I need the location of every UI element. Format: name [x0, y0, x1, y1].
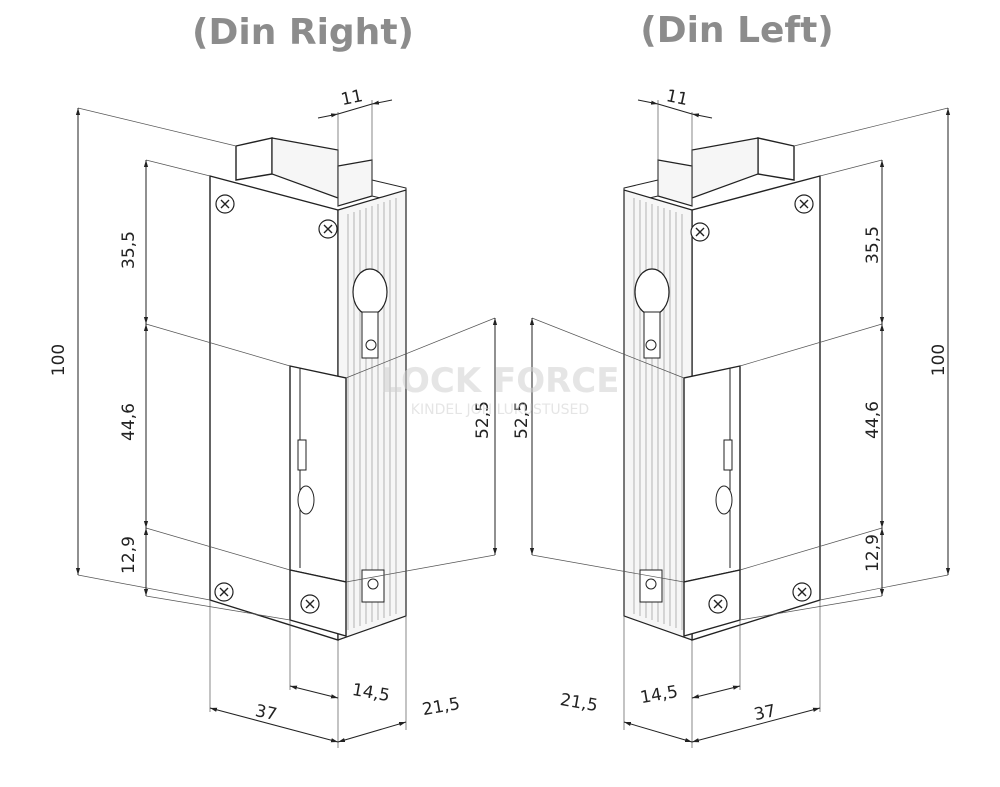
left-view: 11 100 35,5 44,6 12,9 52,5 14,5 37 21,5: [512, 86, 951, 748]
right-dim-overall: 100: [49, 344, 69, 376]
right-view: 11 100 35,5 44,6 12,9 52,5 14,5 37 21,5: [49, 86, 498, 748]
left-dim-lower: 12,9: [863, 534, 883, 572]
screw-icon: [215, 194, 235, 214]
left-top-bracket: [757, 137, 795, 181]
left-dim-middle: 44,6: [863, 401, 883, 439]
left-dim-top: 11: [664, 86, 689, 110]
left-strike-plate: [683, 365, 741, 583]
left-dim-depth: 14,5: [639, 682, 680, 708]
right-dim-middle: 44,6: [119, 403, 139, 441]
right-dim-top: 11: [339, 86, 364, 110]
watermark-line2: KINDEL JOH LUKUSTUSED: [411, 402, 589, 418]
right-strike-plate: [289, 365, 347, 583]
left-cylinder: [634, 268, 670, 359]
screw-icon: [300, 594, 320, 614]
right-dim-upper: 35,5: [119, 231, 139, 269]
left-dim-side: 21,5: [558, 690, 599, 716]
screw-icon: [794, 194, 814, 214]
screw-icon: [792, 582, 812, 602]
screw-icon: [690, 222, 710, 242]
screw-icon: [318, 219, 338, 239]
screw-icon: [708, 594, 728, 614]
left-dim-strike: 52,5: [512, 401, 532, 439]
left-dim-overall: 100: [929, 344, 949, 376]
right-dim-side: 21,5: [421, 694, 462, 720]
right-dim-strike: 52,5: [473, 401, 493, 439]
left-dim-width: 37: [752, 701, 777, 725]
right-cylinder: [352, 268, 388, 359]
screw-icon: [214, 582, 234, 602]
watermark-line1: LOCK FORCE: [381, 361, 620, 401]
right-dim-lower: 12,9: [119, 536, 139, 574]
right-dim-width: 37: [253, 701, 278, 725]
heading-din-right: (Din Right): [192, 12, 414, 53]
left-dim-upper: 35,5: [863, 226, 883, 264]
right-dim-depth: 14,5: [350, 680, 391, 706]
watermark-logo: LOCK FORCE KINDEL JOH LUKUSTUSED: [381, 361, 620, 418]
left-bottom-latch: [639, 569, 663, 603]
heading-din-left: (Din Left): [640, 10, 834, 51]
right-bottom-latch: [361, 569, 385, 603]
right-top-bracket: [235, 137, 273, 181]
